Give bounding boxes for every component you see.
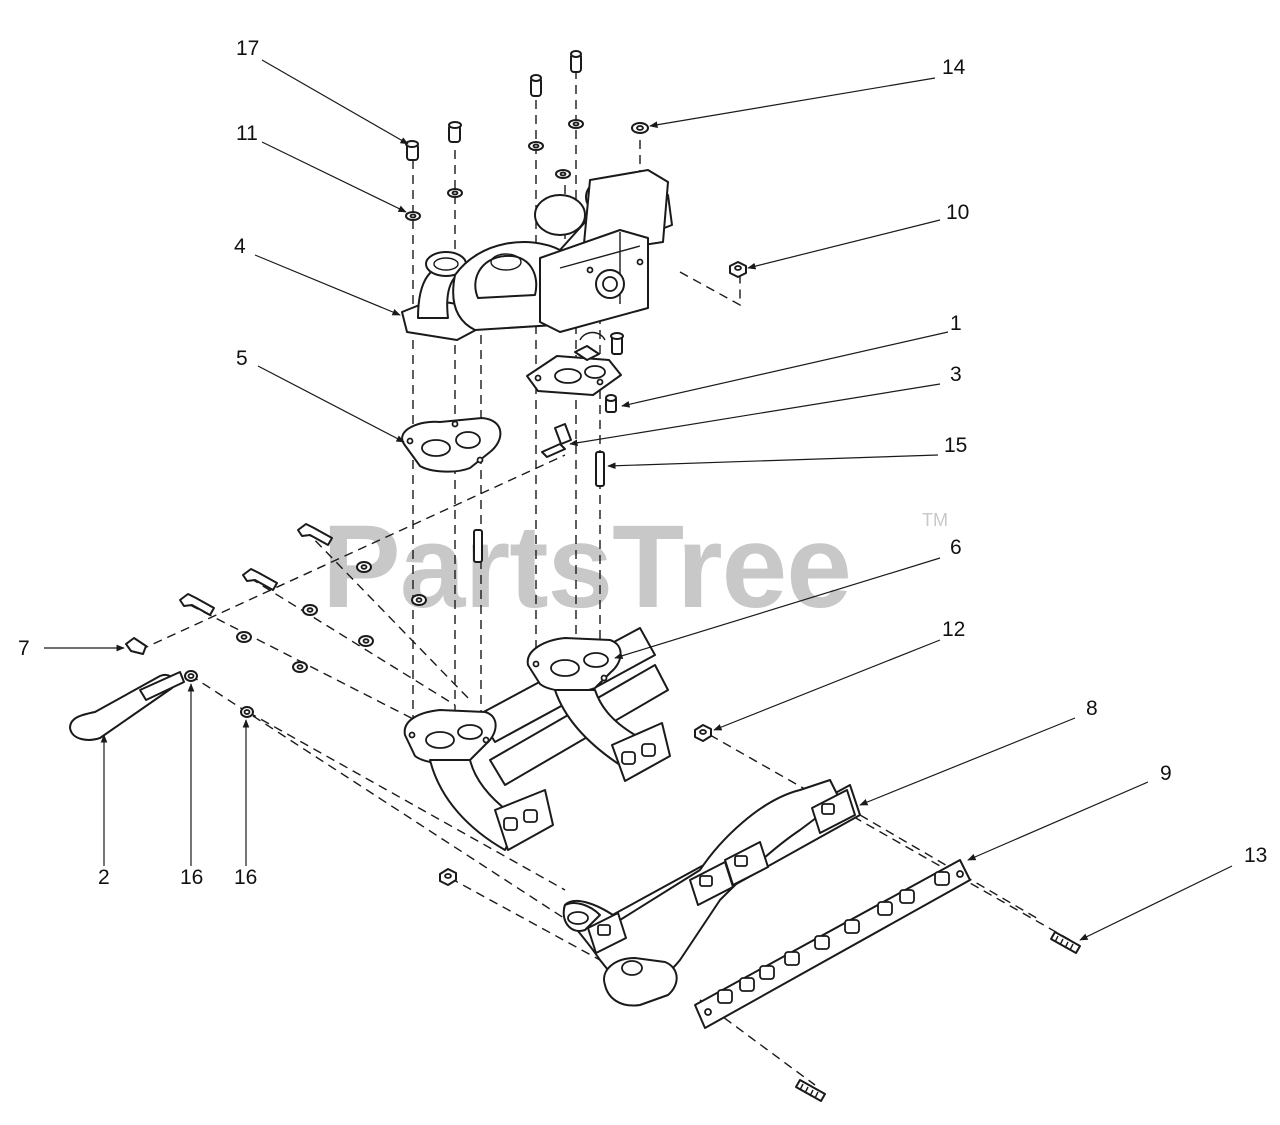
callout-17: 17 — [236, 37, 259, 60]
callout-leaders — [44, 59, 1233, 941]
side-bolts-and-washers — [179, 523, 427, 673]
lower-manifold — [403, 627, 671, 851]
upper-manifold — [401, 169, 673, 396]
callout-12: 12 — [942, 618, 965, 641]
callout-9: 9 — [1160, 762, 1172, 785]
callout-2: 2 — [98, 866, 110, 889]
callout-5: 5 — [236, 347, 248, 370]
callout-11: 11 — [236, 122, 258, 145]
callout-1: 1 — [950, 312, 962, 335]
callout-13: 13 — [1244, 844, 1267, 867]
callout-10: 10 — [946, 201, 969, 224]
studs — [795, 931, 1081, 1102]
small-fittings — [473, 332, 624, 563]
callout-7: 7 — [18, 637, 30, 660]
callout-16-first: 16 — [180, 866, 203, 889]
sensor-and-boot — [69, 637, 254, 741]
gasket-upper-left — [401, 417, 502, 473]
watermark-brand: PartsTree — [322, 501, 851, 633]
nuts — [439, 724, 712, 886]
callout-4: 4 — [234, 235, 246, 258]
callout-8: 8 — [1086, 697, 1098, 720]
callout-labels: 17 11 4 5 14 10 1 3 15 6 12 8 9 13 7 2 1… — [18, 37, 1267, 889]
parts-tree-watermark: PartsTree TM — [322, 501, 948, 633]
exhaust-manifold — [562, 779, 861, 1007]
callout-3: 3 — [950, 363, 962, 386]
top-bolts-and-washers — [405, 50, 747, 278]
callout-16-second: 16 — [234, 866, 257, 889]
manifold-gasket — [694, 859, 971, 1029]
callout-6: 6 — [950, 536, 962, 559]
callout-15: 15 — [944, 434, 967, 457]
watermark-trademark: TM — [922, 510, 948, 530]
callout-14: 14 — [942, 56, 966, 79]
